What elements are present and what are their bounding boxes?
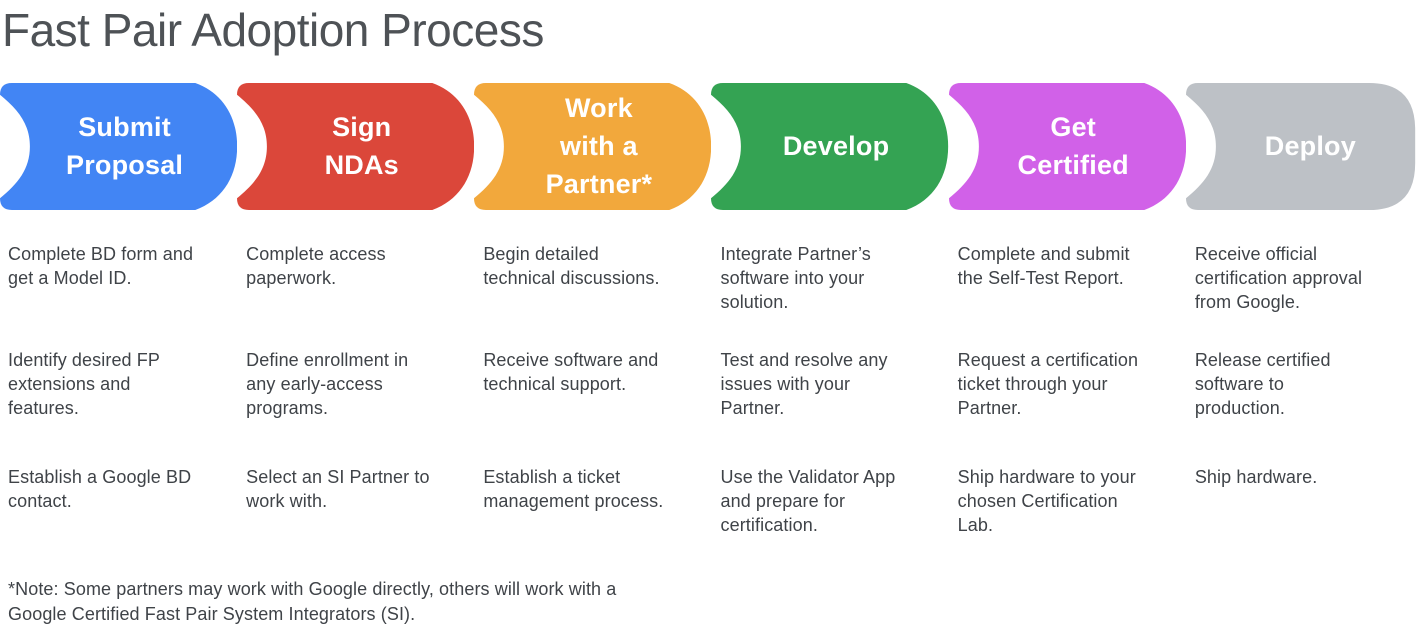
- stage-submit-proposal: Submit Proposal: [0, 82, 238, 210]
- page-title: Fast Pair Adoption Process: [2, 4, 544, 56]
- stage-shape: [474, 82, 712, 210]
- stage-label-get-certified: Get Certified: [1017, 112, 1129, 181]
- detail-item: Complete BD form and get a Model ID.: [8, 243, 194, 288]
- details-submit-proposal: Complete BD form and get a Model ID. Ide…: [0, 242, 237, 565]
- detail-item: Establish a Google BD contact.: [8, 466, 192, 511]
- detail-item: Ship hardware to your chosen Certificati…: [957, 466, 1136, 535]
- stage-shape: [948, 82, 1186, 210]
- stage-shape: [0, 82, 238, 210]
- stage-shape: [1185, 82, 1415, 210]
- detail-item: Test and resolve any issues with your Pa…: [720, 349, 888, 418]
- footnote: *Note: Some partners may work with Googl…: [8, 578, 617, 624]
- detail-item: Complete access paperwork.: [246, 243, 386, 288]
- detail-item: Receive software and technical support.: [483, 349, 659, 394]
- detail-item: Receive official certification approval …: [1194, 243, 1363, 312]
- stage-shape: [711, 82, 949, 210]
- details-sign-ndas: Complete access paperwork. Define enroll…: [237, 242, 474, 565]
- detail-item: Release certified software to production…: [1194, 349, 1331, 418]
- stage-details-grid: Complete BD form and get a Model ID. Ide…: [0, 242, 1423, 565]
- stage-label-work-with-partner: Work with a Partner*: [545, 93, 653, 200]
- stage-label-submit-proposal: Submit Proposal: [66, 112, 184, 181]
- detail-item: Define enrollment in any early-access pr…: [246, 349, 409, 418]
- detail-item: Integrate Partner’s software into your s…: [720, 243, 871, 312]
- process-banner: Submit Proposal Sign NDAs Work with a Pa…: [0, 82, 1423, 210]
- detail-item: Begin detailed technical discussions.: [483, 243, 660, 288]
- stage-get-certified: Get Certified: [948, 82, 1186, 210]
- stage-label-deploy: Deploy: [1264, 131, 1356, 162]
- stage-label-sign-ndas: Sign NDAs: [324, 112, 399, 181]
- detail-item: Request a certification ticket through y…: [957, 349, 1139, 418]
- details-develop: Integrate Partner’s software into your s…: [712, 242, 949, 565]
- stage-sign-ndas: Sign NDAs: [237, 82, 475, 210]
- stage-deploy: Deploy: [1185, 82, 1423, 210]
- stage-shape: [237, 82, 475, 210]
- detail-item: Complete and submit the Self-Test Report…: [957, 243, 1130, 288]
- stage-develop: Develop: [711, 82, 949, 210]
- detail-item: Establish a ticket management process.: [483, 466, 664, 511]
- detail-item: Ship hardware.: [1194, 466, 1318, 487]
- details-deploy: Receive official certification approval …: [1186, 242, 1423, 565]
- stage-work-with-partner: Work with a Partner*: [474, 82, 712, 210]
- details-get-certified: Complete and submit the Self-Test Report…: [949, 242, 1186, 565]
- details-work-with-partner: Begin detailed technical discussions. Re…: [474, 242, 711, 565]
- detail-item: Select an SI Partner to work with.: [246, 466, 430, 511]
- stage-label-develop: Develop: [782, 131, 890, 162]
- detail-item: Identify desired FP extensions and featu…: [8, 349, 160, 418]
- detail-item: Use the Validator App and prepare for ce…: [720, 466, 896, 535]
